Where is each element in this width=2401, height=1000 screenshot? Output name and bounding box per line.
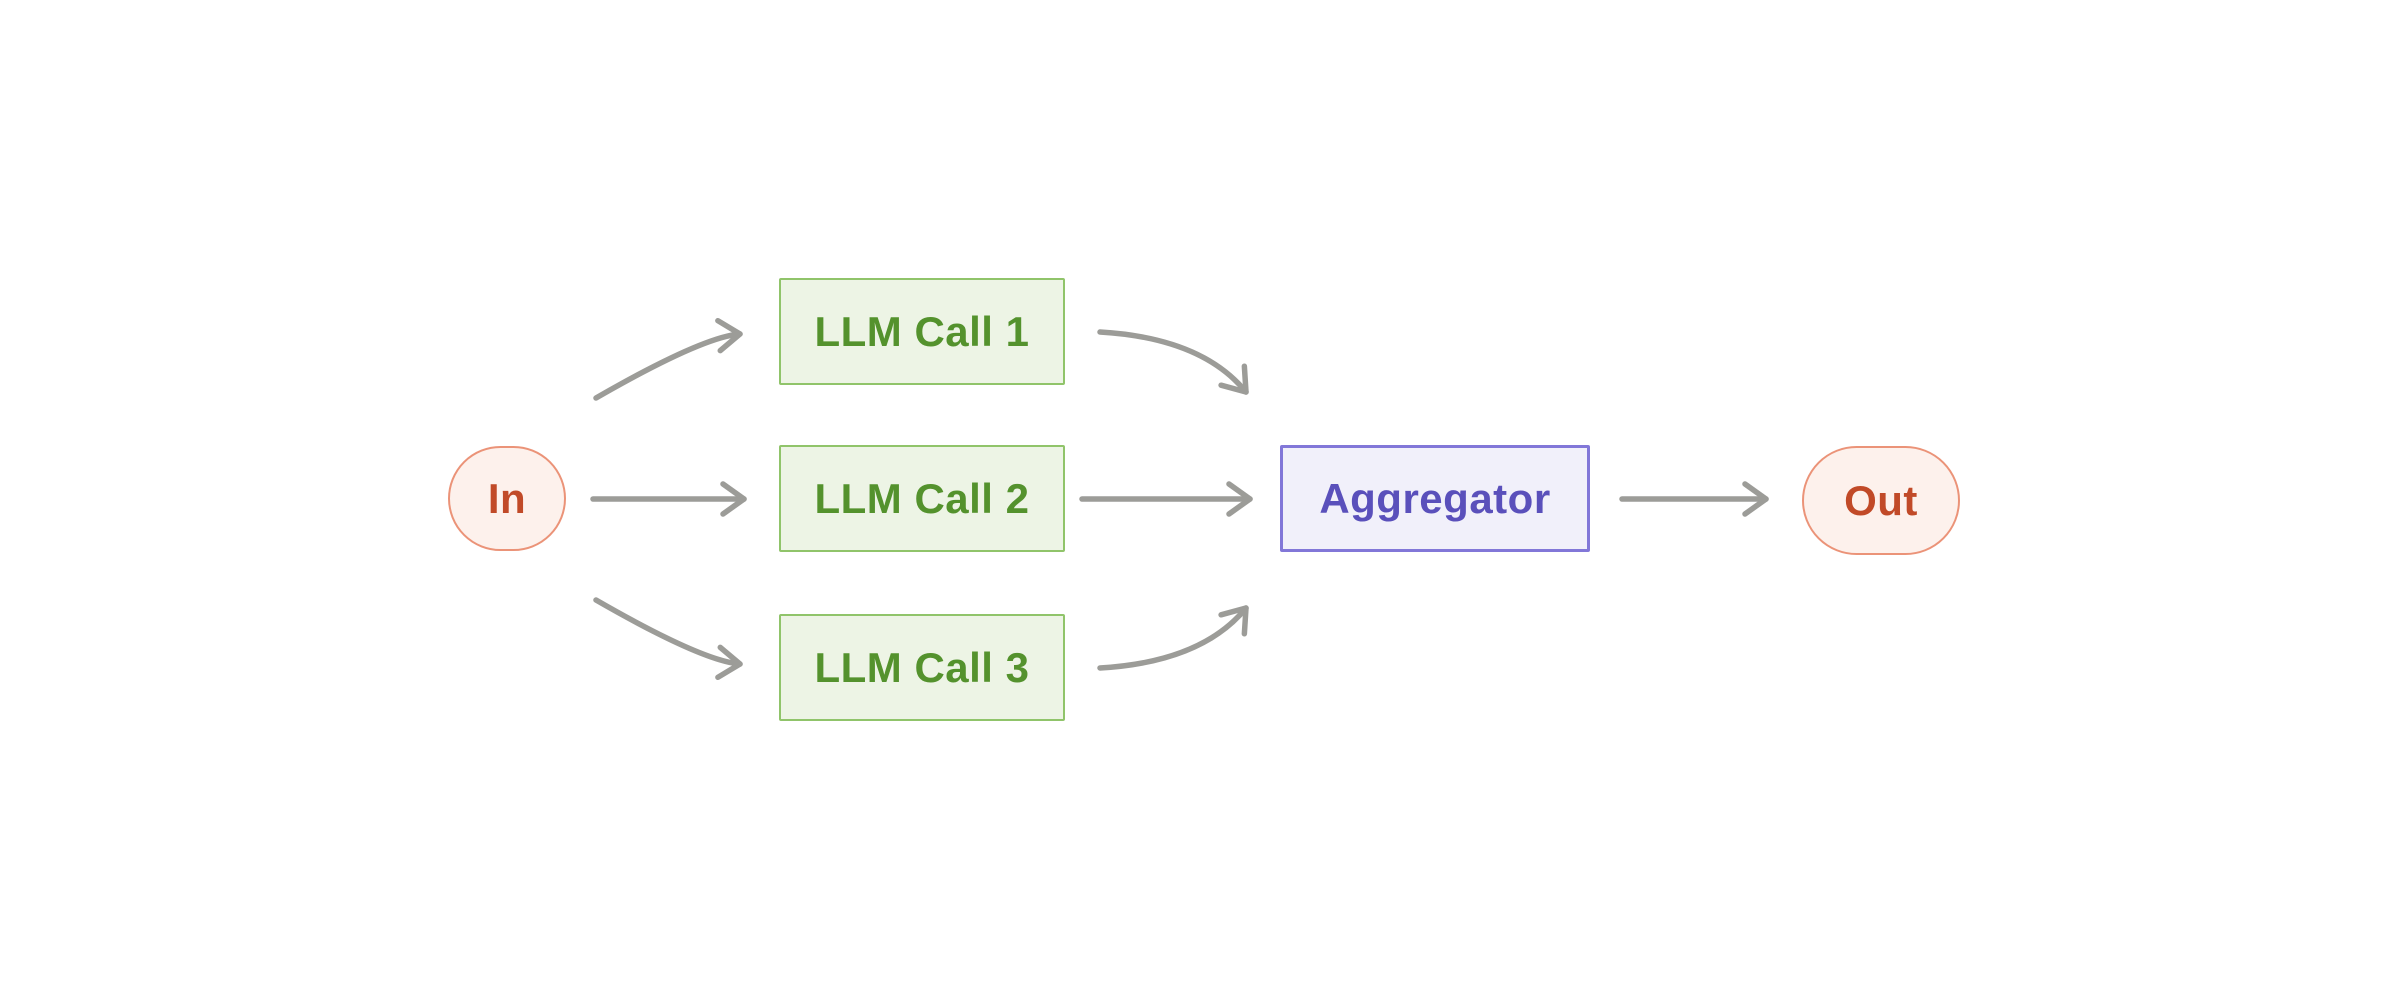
node-in: In (448, 446, 566, 551)
node-llm-call-3-label: LLM Call 3 (814, 643, 1030, 691)
edge-in-to-llm-call-3 (593, 597, 743, 681)
edge-llm-call-1-to-aggregator (1097, 329, 1249, 395)
node-llm-call-2: LLM Call 2 (779, 445, 1065, 552)
node-llm-call-1: LLM Call 1 (779, 278, 1065, 385)
edge-llm-call-3-to-aggregator (1097, 605, 1249, 671)
node-aggregator: Aggregator (1280, 445, 1590, 552)
node-aggregator-label: Aggregator (1319, 474, 1551, 522)
node-llm-call-3: LLM Call 3 (779, 614, 1065, 721)
node-llm-call-2-label: LLM Call 2 (814, 474, 1030, 522)
node-out: Out (1802, 446, 1960, 555)
node-out-label: Out (1844, 476, 1918, 524)
edge-in-to-llm-call-1 (593, 317, 743, 401)
node-in-label: In (487, 474, 527, 522)
node-llm-call-1-label: LLM Call 1 (814, 307, 1030, 355)
